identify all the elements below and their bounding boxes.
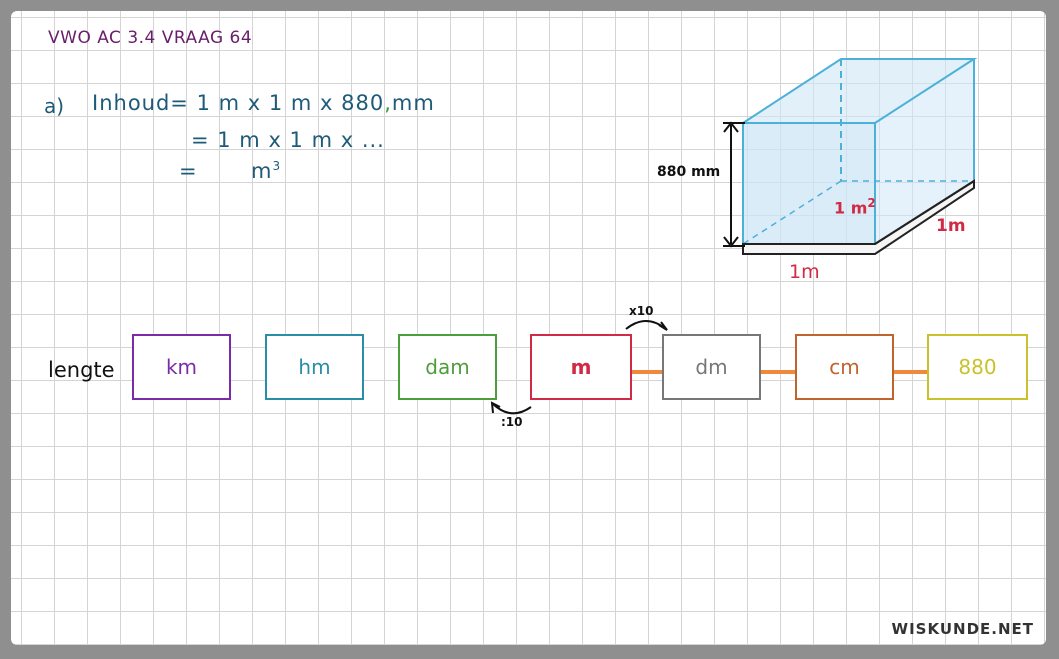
- prism-edges: [742, 122, 876, 244]
- unit-label: cm: [829, 355, 860, 379]
- prism-front-face: [743, 123, 875, 244]
- unit-label: dm: [695, 355, 728, 379]
- ladder-row-label: lengte: [48, 358, 115, 382]
- unit-box-km: km: [132, 334, 231, 400]
- divide-label: :10: [501, 415, 523, 429]
- multiply-label: x10: [629, 304, 654, 318]
- calc-line-1-text: Inhoud= 1 m x 1 m x 880: [92, 91, 385, 115]
- unit-box-dam: dam: [398, 334, 497, 400]
- unit-box-m: m: [530, 334, 632, 400]
- prism-diagram: [490, 58, 978, 415]
- unit-box-hm: hm: [265, 334, 364, 400]
- calc-line-1-unit: mm: [391, 91, 435, 115]
- calc-line-1: Inhoud= 1 m x 1 m x 880,mm: [92, 91, 435, 115]
- cubic-exponent: 3: [272, 159, 282, 173]
- unit-label: m: [570, 355, 592, 379]
- question-label: a): [44, 94, 65, 118]
- height-label: 880 mm: [657, 164, 721, 180]
- depth-label: 1m: [936, 216, 966, 236]
- calc-line-3-equals: =: [179, 159, 198, 183]
- unit-label: hm: [298, 355, 331, 379]
- calc-line-2: = 1 m x 1 m x ...: [191, 128, 385, 152]
- unit-label: dam: [425, 355, 470, 379]
- comma-mark: ,: [384, 91, 392, 115]
- width-label: 1m: [789, 261, 820, 283]
- unit-label: 880: [958, 355, 997, 379]
- unit-label: km: [165, 355, 198, 379]
- whiteboard: VWO AC 3.4 VRAAG 64 a) Inhoud= 1 m x 1 m…: [11, 11, 1046, 645]
- unit-box-cm: cm: [795, 334, 894, 400]
- unit-box-dm: dm: [662, 334, 761, 400]
- page-title: VWO AC 3.4 VRAAG 64: [48, 28, 253, 48]
- area-label: 1 m2: [834, 196, 876, 217]
- calc-line-3-unit: m3: [251, 159, 281, 183]
- watermark: WISKUNDE.NET: [891, 620, 1034, 638]
- prism-top-face: [743, 59, 974, 123]
- prism-base-edge: [874, 180, 975, 245]
- area-unit: 1 m: [834, 198, 868, 218]
- prism-edges: [742, 58, 978, 124]
- unit-box-880: 880: [927, 334, 1028, 400]
- divide-arrow-head: [490, 401, 501, 414]
- prism-side-face: [875, 59, 974, 244]
- multiply-arrow-head: [658, 321, 668, 331]
- area-exponent: 2: [867, 196, 876, 210]
- cubic-unit: m: [251, 159, 273, 183]
- prism-hidden-edge: [742, 180, 842, 245]
- divide-arrow: [492, 403, 532, 415]
